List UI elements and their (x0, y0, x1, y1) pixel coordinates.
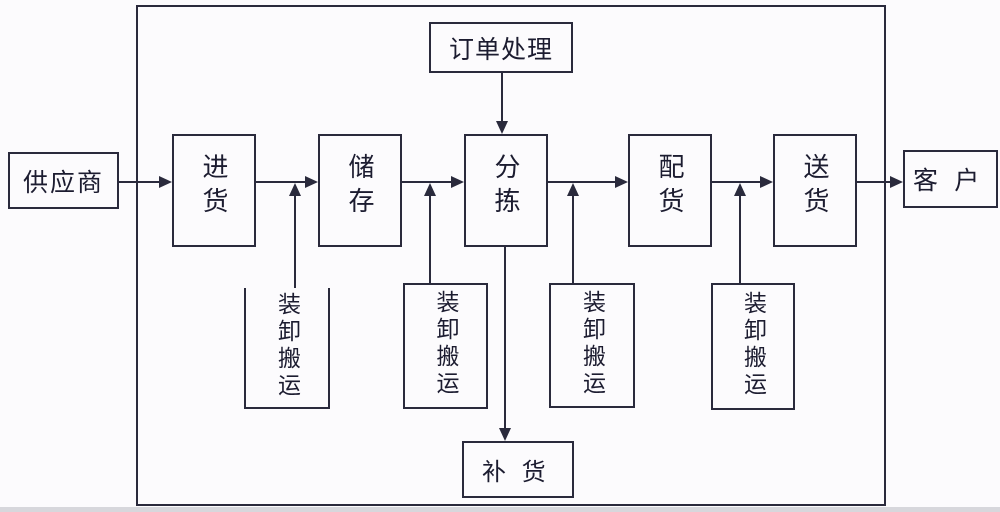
storage-label: 储存 (345, 152, 375, 221)
diagram-frame (136, 5, 886, 506)
arrow-supplier-to-purchasing-head (159, 176, 172, 188)
arrow-handling-4-up-head (734, 183, 746, 196)
arrow-purchasing-to-storage-line (256, 181, 306, 183)
arrow-sorting-to-replenishment-line (504, 247, 506, 428)
bottom-strip (0, 507, 1000, 512)
arrow-delivery-to-customer-head (890, 176, 903, 188)
arrow-handling-1-up-line (294, 194, 296, 288)
arrow-order-to-sorting-line (501, 73, 503, 121)
box-purchasing: 进货 (172, 134, 256, 247)
handling-4-label: 装卸搬运 (740, 290, 767, 399)
box-delivery: 送货 (773, 134, 857, 247)
box-handling-1: 装卸搬运 (244, 288, 330, 409)
arrow-handling-3-up-line (572, 194, 574, 283)
arrow-handling-2-up-line (429, 194, 431, 283)
arrow-handling-3-up-head (567, 183, 579, 196)
allocation-label: 配货 (655, 152, 685, 221)
delivery-label: 送货 (800, 152, 830, 221)
handling-3-label: 装卸搬运 (579, 289, 606, 398)
supplier-label: 供应商 (22, 168, 104, 197)
arrow-allocation-to-delivery-line (712, 181, 761, 183)
arrow-allocation-to-delivery-head (760, 176, 773, 188)
arrow-sorting-to-replenishment-head (499, 428, 511, 441)
box-order-processing: 订单处理 (429, 22, 573, 73)
sorting-label: 分拣 (491, 152, 521, 221)
arrow-storage-to-sorting-head (451, 176, 464, 188)
arrow-handling-1-up-head (289, 183, 301, 196)
box-supplier: 供应商 (8, 152, 119, 209)
box-storage: 储存 (318, 134, 402, 247)
arrow-delivery-to-customer-line (857, 181, 891, 183)
box-handling-4: 装卸搬运 (711, 283, 795, 410)
box-sorting: 分拣 (464, 134, 548, 247)
box-handling-2: 装卸搬运 (403, 283, 488, 409)
box-customer: 客户 (903, 150, 998, 208)
arrow-sorting-to-allocation-line (548, 181, 616, 183)
arrow-handling-4-up-line (739, 194, 741, 283)
customer-label: 客户 (912, 167, 996, 195)
arrow-purchasing-to-storage-head (305, 176, 318, 188)
arrow-supplier-to-purchasing-line (119, 181, 161, 183)
replenishment-label: 补货 (481, 459, 562, 486)
handling-2-label: 装卸搬运 (433, 290, 459, 398)
box-replenishment: 补货 (462, 441, 574, 498)
box-allocation: 配货 (628, 134, 712, 247)
arrow-order-to-sorting-head (496, 121, 508, 134)
arrow-sorting-to-allocation-head (615, 176, 628, 188)
order-processing-label: 订单处理 (448, 35, 553, 64)
box-handling-3: 装卸搬运 (549, 283, 635, 408)
purchasing-label: 进货 (199, 152, 229, 221)
handling-1-label: 装卸搬运 (274, 291, 301, 400)
arrow-handling-2-up-head (424, 183, 436, 196)
arrow-storage-to-sorting-line (402, 181, 452, 183)
